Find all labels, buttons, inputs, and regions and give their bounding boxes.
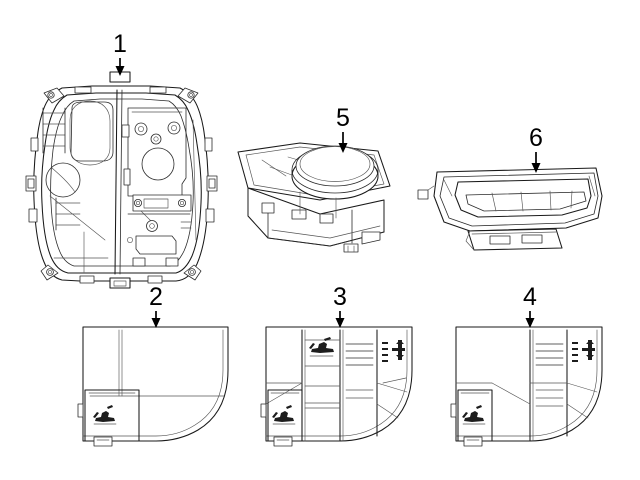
callout-3-arrowhead <box>335 318 345 328</box>
callout-3-number: 3 <box>333 283 347 311</box>
callout-5: 5 <box>336 104 350 153</box>
seat-memory-icon <box>93 405 117 425</box>
callout-4-number: 4 <box>523 283 537 311</box>
callout-6-number: 6 <box>529 124 543 152</box>
callout-1: 1 <box>113 30 127 76</box>
part-1-console-base-housing <box>25 71 218 289</box>
part-2-console-side-trim-panel-plain <box>77 326 229 447</box>
callout-3: 3 <box>333 283 347 328</box>
part-5-rotary-control-knob-module <box>237 142 391 253</box>
usb-port-icon-panel3 <box>382 340 405 362</box>
callout-2: 2 <box>149 283 163 328</box>
callout-4: 4 <box>523 283 537 328</box>
seat-memory-icon-panel3 <box>272 405 296 425</box>
seat-memory-icon-panel4 <box>462 405 486 425</box>
callout-6-arrowhead <box>531 163 541 173</box>
callout-1-number: 1 <box>113 30 127 58</box>
callout-1-arrowhead <box>115 66 125 76</box>
usb-port-icon-panel4 <box>572 340 595 362</box>
part-4-console-trim-panel-reduced-switches <box>450 326 603 447</box>
callout-4-arrowhead <box>525 318 535 328</box>
part-3-console-trim-panel-full-switches <box>260 326 413 447</box>
seat-adjust-icon-panel3 <box>309 337 334 357</box>
callout-5-number: 5 <box>336 104 350 132</box>
callout-6: 6 <box>529 124 543 173</box>
callout-5-arrowhead <box>338 143 348 153</box>
callout-2-number: 2 <box>149 283 163 311</box>
callout-2-arrowhead <box>151 318 161 328</box>
part-6-storage-tray-bin <box>417 167 603 251</box>
